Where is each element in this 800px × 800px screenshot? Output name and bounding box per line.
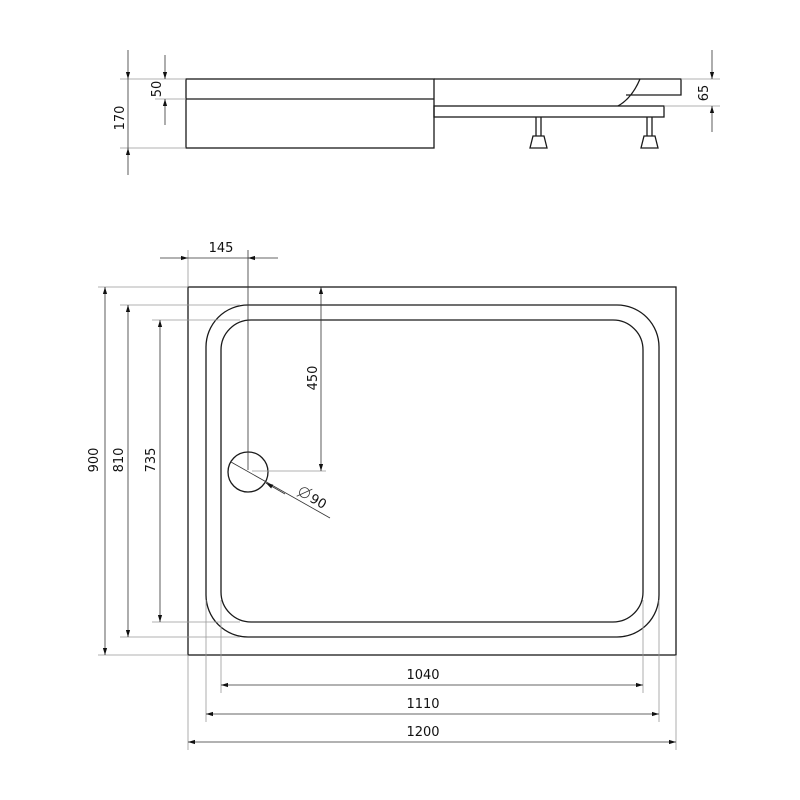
dim-tray-height: 50 [150, 81, 165, 98]
top-view: 145 450 90 900 810 735 1040 1110 1200 [87, 241, 677, 750]
tray-rim [205, 304, 660, 638]
side-view: 170 50 65 [113, 50, 720, 175]
tray-basin [220, 319, 644, 623]
tray-outline [187, 286, 677, 656]
support-frame [433, 105, 665, 118]
dim-width-inner: 735 [144, 448, 159, 473]
leg-right [640, 117, 659, 149]
dim-total-height: 170 [113, 106, 128, 131]
dim-drain-offset-x: 145 [209, 241, 234, 256]
dim-drain-diameter: 90 [296, 487, 329, 513]
dim-frame-height: 65 [697, 85, 712, 102]
dim-length-middle: 1110 [406, 697, 439, 712]
svg-text:90: 90 [307, 491, 329, 512]
dim-length-inner: 1040 [406, 668, 439, 683]
leg-left [529, 117, 548, 149]
dim-width-outer: 900 [87, 448, 102, 473]
dim-drain-offset-y: 450 [306, 366, 321, 391]
tray-edge [434, 78, 682, 107]
dim-length-outer: 1200 [406, 725, 439, 740]
dim-width-middle: 810 [112, 448, 127, 473]
tray-body [185, 78, 435, 149]
